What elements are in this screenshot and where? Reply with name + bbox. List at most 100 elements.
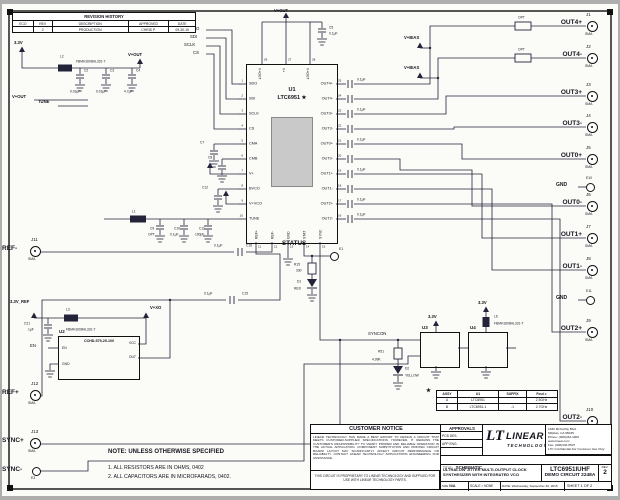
pin-number: 24 [338,93,342,97]
component-label: OPT [518,15,525,19]
connector-signal-label: OUT3- [562,120,583,127]
component-label: L2 [60,54,64,58]
sma-connector-icon[interactable] [587,53,598,64]
sma-connector-icon[interactable] [587,327,598,338]
connector-ref: J10 [586,407,594,412]
pin-number: 16 [338,213,342,217]
lt-logo-mark-icon: LT [486,428,505,444]
pin-name: BVCO [249,186,260,190]
address-line: Milpitas, CA 95035 [548,430,574,435]
sma-connector-icon[interactable] [587,201,598,212]
component-label: R51 [378,349,384,353]
sma-connector-icon[interactable] [587,265,598,276]
sma-connector-icon[interactable] [30,438,41,449]
testpoint-icon[interactable] [330,252,339,261]
sma-connector-icon[interactable] [587,154,598,165]
component-label: 0.01μF [70,89,80,93]
pin-name: OUT4- [322,96,334,100]
testpoint-icon[interactable] [586,183,595,192]
frame-corner-mark [7,485,13,491]
component-label: 0.1μF [357,137,366,141]
pin-number: 2 [241,93,243,97]
component-label: 100pF [195,232,204,236]
sma-connector-icon[interactable] [587,21,598,32]
assy-col-header: U1 [457,391,498,397]
gnd-testpoint-e11[interactable]: GND E11 [556,289,612,311]
connector-signal-label: OUT3+ [560,89,582,96]
component-label: SYNCON [368,331,386,336]
pin-number: 17 [338,198,342,202]
pin-number: 28 [312,57,316,61]
date-value: Wednesday, September 30, 2015 [511,484,558,488]
sma-connector-icon[interactable] [30,246,41,257]
osc-part: CCHD-575-25-100 [84,339,114,343]
assy-cell: 2.5GHz [526,397,556,404]
component-label: TUNE [38,99,50,104]
sma-connector-icon[interactable] [587,91,598,102]
pin-name: OUT4+ [321,81,334,85]
gate-u4[interactable]: U4 [468,325,508,368]
pin-number: 21 [338,138,342,142]
assy-cell: 2.7GHz [526,404,556,410]
testpoint-icon[interactable] [32,467,41,476]
osc-pin-vcc: VCC [128,341,136,345]
component-label: CS [193,50,199,55]
pin-number: 23 [338,108,342,112]
component-label: 3.3V [428,314,437,319]
pin-number: 11 [258,244,261,248]
component-label: 1μF [28,327,34,331]
component-label: 4.7μF [124,89,133,93]
address-line: 1630 McCarthy Blvd. [548,426,577,431]
connector-ref: J6 [586,192,591,197]
osc-pin-out: OUT [128,355,136,359]
customer-notice-title: CUSTOMER NOTICE [311,425,441,434]
testpoint-icon[interactable] [586,296,595,305]
component-label: OPT [518,47,525,51]
pin-number: 6 [241,153,243,157]
pin-name: SDI [249,96,255,100]
customer-notice-box: CUSTOMER NOTICE LINEAR TECHNOLOGY HAS MA… [310,424,442,472]
pin-name: V+OUT [258,68,262,79]
connector-signal-label: REF- [2,245,18,252]
component-label: RED [294,286,302,290]
sheet-background [2,4,618,496]
sma-connector-icon[interactable] [30,390,41,401]
connector-signal-label: OUT2- [562,414,583,421]
notes-title: NOTE: UNLESS OTHERWISE SPECIFIED [108,449,224,455]
oscillator-u2[interactable]: U2 CCHD-575-25-100 EN GND VCC OUT [58,329,140,380]
ic-u1-ltc6951[interactable]: U1 LTC6951 ★ [246,64,338,244]
component-label: 4.99K [372,357,381,361]
gate-u3[interactable]: U3 [420,325,460,368]
pin-name: OUT1+ [321,171,334,175]
assembly-option-table: ASSY U1 SUFFIX Fout = A LTC6951 2.5GHz B… [436,390,558,411]
connector-type-label: SMA [585,102,593,106]
rev-cell: 2 [32,27,52,33]
sma-connector-icon[interactable] [587,122,598,133]
scale-value: SCALE = NONE [469,482,501,491]
pin-name: OUT3- [322,126,334,130]
gnd-testpoint-e10[interactable]: GND E10 [556,176,612,198]
pin-number: 15 [322,244,326,248]
component-label: D1 [297,279,301,283]
address-line: www.linear.com [548,439,570,444]
pin-number: 1 [241,78,243,82]
rev-cell: PRODUCTION [51,27,128,33]
component-label: SCLK [184,42,195,47]
gate-ref: U4 [470,325,476,330]
pin-name: GND [286,231,290,239]
pin-name: V+ [249,171,255,175]
sma-connector-icon[interactable] [587,233,598,244]
pin-name: OUT3+ [321,111,334,115]
